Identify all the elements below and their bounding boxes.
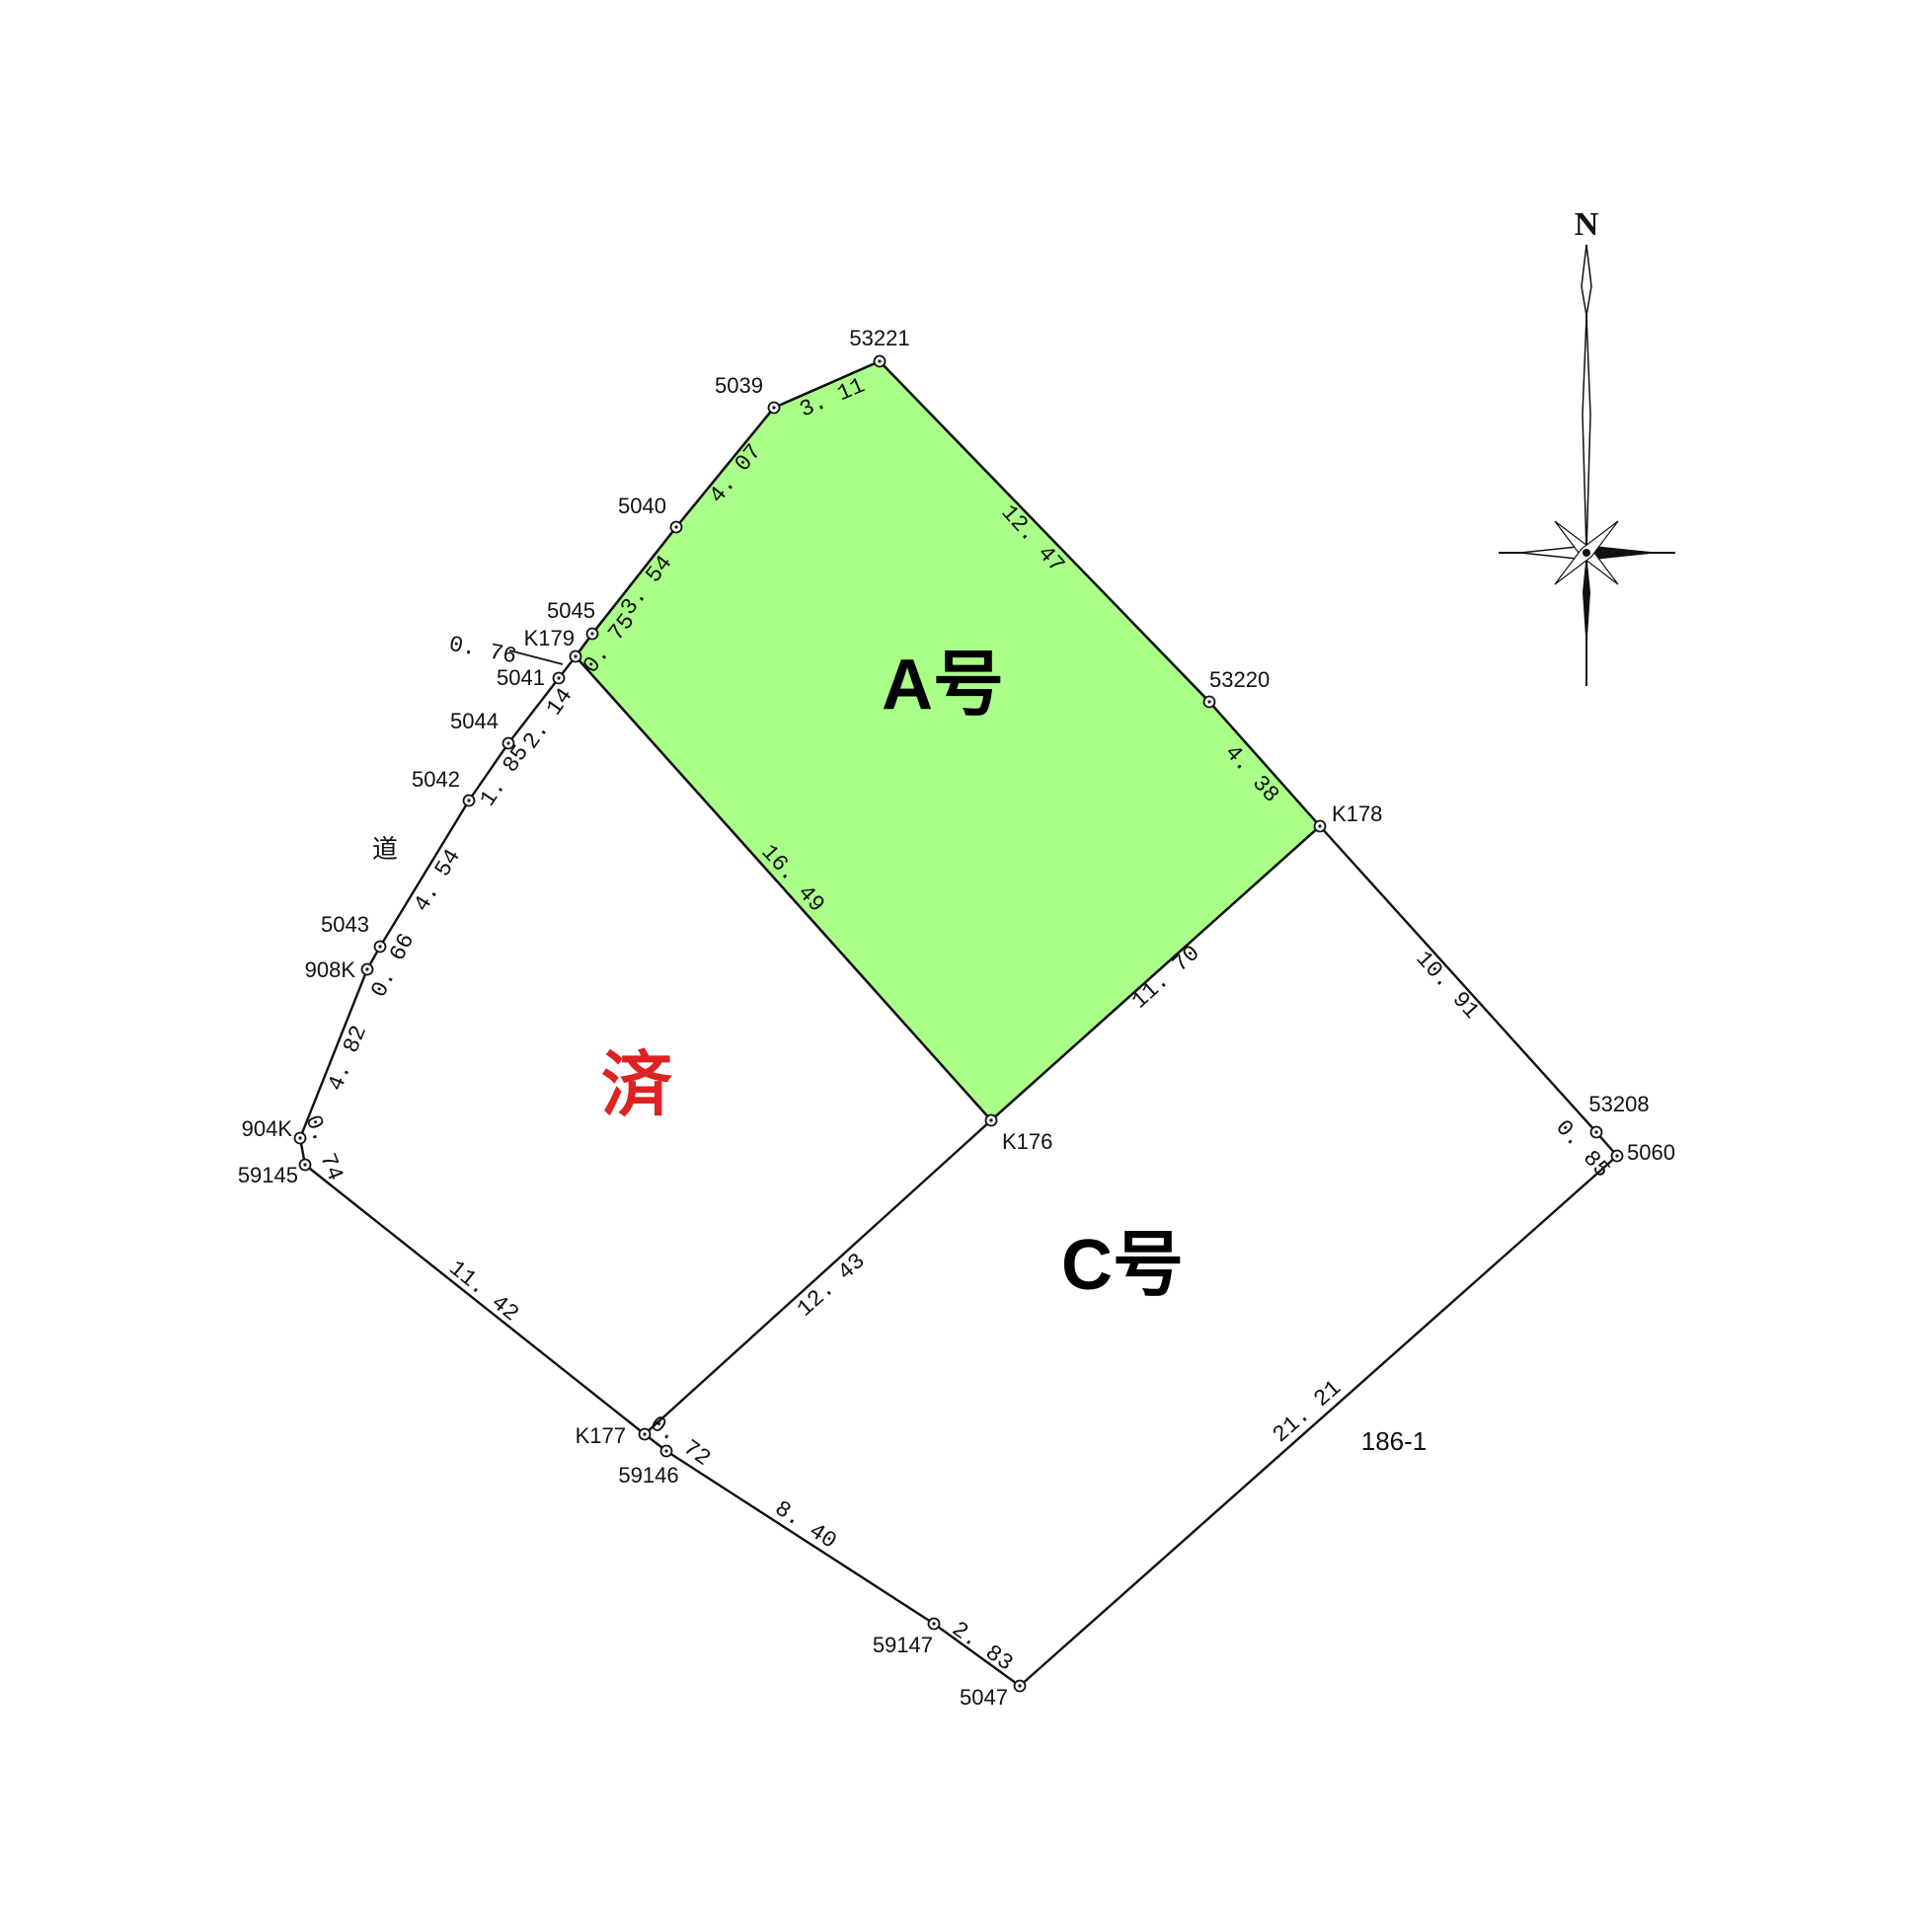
point-label-K177: K177: [576, 1423, 626, 1448]
point-label-5042: 5042: [412, 767, 460, 792]
dimension-label-5060-53208: 0. 85: [1550, 1115, 1615, 1183]
survey-marker-59146[interactable]: [659, 1444, 673, 1458]
lot-c-label[interactable]: C号: [1061, 1226, 1184, 1305]
boundary-edge-K179-K176: [575, 655, 992, 1121]
boundary-edge-K178-53220: [1208, 701, 1321, 827]
boundary-edge-908K-904K: [298, 968, 369, 1139]
dimension-label-59147-5047: 2. 83: [947, 1617, 1017, 1677]
survey-marker-5060[interactable]: [1610, 1149, 1624, 1163]
dimension-label-5043-908K: 0. 66: [366, 929, 420, 1001]
point-label-59147: 59147: [873, 1633, 933, 1657]
point-label-5043: 5043: [321, 912, 369, 937]
boundary-edge-5044-5042: [468, 742, 509, 801]
point-label-53208: 53208: [1588, 1092, 1649, 1116]
survey-marker-59145[interactable]: [298, 1158, 312, 1172]
boundary-edge-5041-5044: [507, 677, 560, 744]
survey-marker-53208[interactable]: [1589, 1125, 1603, 1139]
boundary-lines: [298, 359, 1618, 1687]
survey-marker-K177[interactable]: [638, 1427, 652, 1441]
lot-a-label[interactable]: A号: [882, 646, 1004, 725]
boundary-edge-K176-K178: [990, 825, 1321, 1121]
dimension-label-K177-K176: 12. 43: [793, 1249, 871, 1323]
point-label-5039: 5039: [715, 373, 763, 398]
survey-marker-K178[interactable]: [1313, 819, 1327, 833]
boundary-edge-5042-5043: [378, 800, 471, 948]
dimension-label-904K-59145: 0. 74: [299, 1111, 348, 1184]
boundary-edge-53221-5039: [773, 359, 881, 410]
dimension-label-5044-5042: 1. 85: [475, 740, 534, 811]
survey-markers: [293, 354, 1624, 1693]
survey-marker-5045[interactable]: [585, 627, 599, 641]
point-label-904K: 904K: [242, 1116, 293, 1141]
survey-marker-5044[interactable]: [502, 736, 515, 750]
point-label-5041: 5041: [497, 665, 545, 690]
survey-marker-K176[interactable]: [984, 1113, 998, 1127]
lot-a-parcel[interactable]: [574, 359, 1322, 1122]
survey-marker-5041[interactable]: [552, 671, 566, 685]
survey-marker-53220[interactable]: [1202, 695, 1216, 709]
boundary-edge-53220-53221: [879, 360, 1210, 703]
survey-marker-5039[interactable]: [767, 401, 781, 415]
boundary-edge-59146-59147: [665, 1449, 935, 1626]
point-label-53221: 53221: [849, 326, 909, 350]
point-label-K178: K178: [1332, 801, 1382, 826]
survey-marker-5042[interactable]: [462, 794, 476, 807]
neighbor-parcel-label: 186-1: [1361, 1426, 1428, 1456]
sold-status-label: 済: [601, 1043, 673, 1126]
boundary-edge-K177-K176: [644, 1119, 992, 1435]
point-label-5044: 5044: [450, 709, 499, 733]
point-label-5040: 5040: [618, 494, 666, 518]
survey-marker-59147[interactable]: [927, 1617, 941, 1631]
survey-marker-908K[interactable]: [360, 962, 374, 976]
point-label-53220: 53220: [1209, 667, 1270, 692]
dimension-label-5042-5043: 4. 54: [409, 845, 466, 917]
point-label-5047: 5047: [960, 1685, 1008, 1710]
boundary-edge-53208-K178: [1319, 825, 1597, 1133]
boundary-edge-59145-K177: [304, 1164, 646, 1435]
survey-marker-5040[interactable]: [669, 520, 683, 534]
survey-marker-904K[interactable]: [293, 1131, 307, 1145]
survey-marker-5047[interactable]: [1013, 1679, 1027, 1693]
north-arrow-compass-icon: N: [1499, 206, 1675, 686]
leader-line-0-76: [508, 649, 564, 665]
survey-marker-53221[interactable]: [873, 354, 887, 368]
boundary-edge-5040-5045: [591, 526, 677, 635]
point-label-K179: K179: [524, 626, 575, 650]
road-label: 道: [372, 834, 398, 864]
survey-marker-5043[interactable]: [373, 940, 387, 954]
north-label: N: [1575, 206, 1599, 243]
point-label-K176: K176: [1002, 1129, 1052, 1154]
dimension-label-K179-5041: 0. 76: [447, 632, 519, 670]
boundary-edge-59147-5047: [933, 1623, 1021, 1687]
point-label-908K: 908K: [305, 957, 356, 982]
dimension-label-53208-K178: 10. 91: [1411, 947, 1485, 1025]
survey-marker-K179[interactable]: [569, 649, 582, 663]
dimension-label-908K-904K: 4. 82: [323, 1022, 372, 1095]
boundary-edge-5039-5040: [675, 407, 775, 528]
point-label-5060: 5060: [1627, 1140, 1675, 1165]
point-label-59146: 59146: [618, 1463, 678, 1488]
boundary-edge-5047-5060: [1019, 1155, 1618, 1687]
point-label-5045: 5045: [547, 598, 595, 623]
dimension-label-5047-5060: 21. 21: [1268, 1375, 1347, 1448]
point-label-59145: 59145: [238, 1163, 298, 1187]
dimension-label-59145-K177: 11. 42: [444, 1256, 524, 1327]
